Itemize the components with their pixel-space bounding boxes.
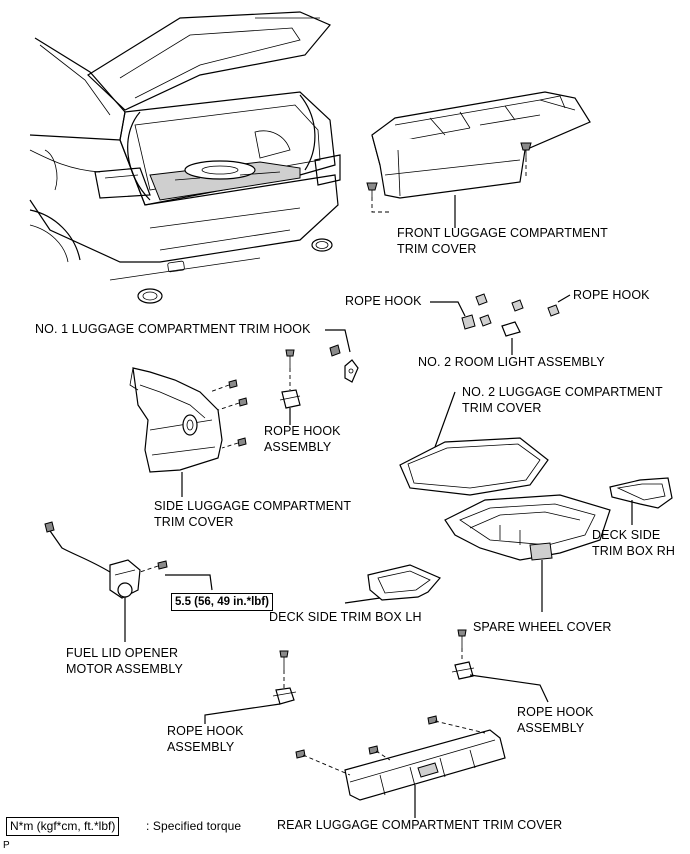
label-line: ASSEMBLY bbox=[517, 721, 585, 735]
label-rear-luggage-trim-cover: REAR LUGGAGE COMPARTMENT TRIM COVER bbox=[277, 818, 563, 832]
label-rope-hook-right: ROPE HOOK bbox=[573, 288, 650, 302]
label-line: FRONT LUGGAGE COMPARTMENT bbox=[397, 226, 608, 240]
label-line: NO. 2 LUGGAGE COMPARTMENT bbox=[462, 385, 663, 399]
label-no1-luggage-trim-hook: NO. 1 LUGGAGE COMPARTMENT TRIM HOOK bbox=[35, 322, 311, 336]
label-line: TRIM COVER bbox=[154, 515, 234, 529]
label-rope-hook-assembly-right: ROPE HOOK ASSEMBLY bbox=[517, 704, 594, 736]
rope-hook-assembly-right-part bbox=[451, 629, 549, 703]
deck-side-trim-box-lh-part bbox=[344, 564, 441, 604]
label-side-luggage-trim-cover: SIDE LUGGAGE COMPARTMENT TRIM COVER bbox=[154, 498, 351, 530]
label-rope-hook-assembly-upper: ROPE HOOK ASSEMBLY bbox=[264, 423, 341, 455]
label-line: ROPE HOOK bbox=[167, 724, 244, 738]
front-luggage-trim-cover-part bbox=[366, 91, 591, 228]
side-luggage-trim-cover-part bbox=[129, 367, 248, 497]
fuel-lid-motor-part bbox=[44, 521, 213, 642]
rope-hook-assembly-left-part bbox=[204, 650, 297, 724]
legend-specified-torque-text: : Specified torque bbox=[146, 819, 242, 833]
rope-hook-and-room-light-parts bbox=[430, 293, 571, 355]
label-line: ROPE HOOK bbox=[517, 705, 594, 719]
torque-spec-box: 5.5 (56, 49 in.*lbf) bbox=[171, 593, 273, 611]
corner-mark: P bbox=[3, 840, 10, 851]
label-line: ASSEMBLY bbox=[264, 440, 332, 454]
deck-side-trim-box-rh-part bbox=[609, 477, 673, 525]
label-line: TRIM COVER bbox=[397, 242, 477, 256]
label-line: FUEL LID OPENER bbox=[66, 646, 179, 660]
no1-trim-hook-parts bbox=[279, 329, 359, 425]
label-line: TRIM BOX RH bbox=[592, 544, 676, 558]
label-fuel-lid-opener-motor: FUEL LID OPENER MOTOR ASSEMBLY bbox=[66, 645, 183, 677]
spare-wheel-cover-part bbox=[444, 494, 611, 612]
label-line: SIDE LUGGAGE COMPARTMENT bbox=[154, 499, 352, 513]
label-deck-side-trim-box-rh: DECK SIDE TRIM BOX RH bbox=[592, 527, 675, 559]
label-deck-side-trim-box-lh: DECK SIDE TRIM BOX LH bbox=[269, 610, 422, 624]
label-line: MOTOR ASSEMBLY bbox=[66, 662, 183, 676]
label-line: ROPE HOOK bbox=[264, 424, 341, 438]
rear-luggage-trim-cover-part bbox=[295, 715, 506, 818]
label-front-luggage-trim-cover: FRONT LUGGAGE COMPARTMENT TRIM COVER bbox=[397, 225, 608, 257]
label-line: ASSEMBLY bbox=[167, 740, 235, 754]
legend-torque-units-box: N*m (kgf*cm, ft.*lbf) bbox=[6, 817, 120, 836]
label-no2-luggage-trim-cover: NO. 2 LUGGAGE COMPARTMENT TRIM COVER bbox=[462, 384, 663, 416]
label-no2-room-light: NO. 2 ROOM LIGHT ASSEMBLY bbox=[418, 355, 605, 369]
label-line: TRIM COVER bbox=[462, 401, 542, 415]
no2-luggage-trim-cover-part bbox=[399, 391, 549, 496]
label-rope-hook-assembly-left: ROPE HOOK ASSEMBLY bbox=[167, 723, 244, 755]
label-rope-hook-left: ROPE HOOK bbox=[345, 294, 422, 308]
car-rear-illustration bbox=[29, 11, 341, 304]
label-line: DECK SIDE bbox=[592, 528, 661, 542]
label-spare-wheel-cover: SPARE WHEEL COVER bbox=[473, 620, 612, 634]
